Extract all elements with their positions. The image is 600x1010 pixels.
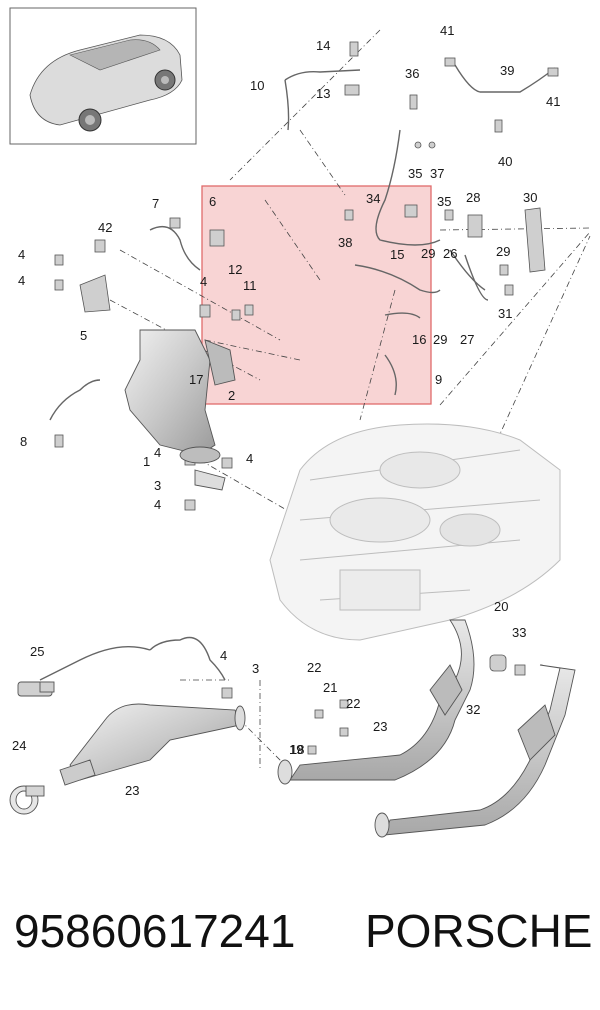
- catalytic-converter-1: [124, 329, 236, 491]
- callout-22: 22: [346, 696, 360, 711]
- callout-25: 25: [30, 644, 44, 659]
- callout-31: 31: [498, 306, 512, 321]
- vehicle-thumbnail: [9, 7, 197, 145]
- callout-40: 40: [498, 154, 512, 169]
- small-hardware: [54, 41, 559, 755]
- callout-13: 13: [316, 86, 330, 101]
- callout-32: 32: [466, 702, 480, 717]
- callout-4: 4: [18, 247, 25, 262]
- callout-28: 28: [466, 190, 480, 205]
- callout-35: 35: [408, 166, 422, 181]
- callout-38: 38: [338, 235, 352, 250]
- callout-4: 4: [18, 273, 25, 288]
- callout-10: 10: [250, 78, 264, 93]
- highlight-region: [201, 185, 432, 405]
- callout-5: 5: [80, 328, 87, 343]
- callout-7: 7: [152, 196, 159, 211]
- callout-35: 35: [437, 194, 451, 209]
- callout-9: 9: [435, 372, 442, 387]
- callout-11: 11: [243, 278, 257, 293]
- callout-4: 4: [200, 274, 207, 289]
- callout-29: 29: [433, 332, 447, 347]
- engine-block: [269, 423, 561, 641]
- callout-8: 8: [20, 434, 27, 449]
- clamp-32: [9, 785, 45, 815]
- callout-4: 4: [220, 648, 227, 663]
- callout-41: 41: [546, 94, 560, 109]
- callout-41: 41: [440, 23, 454, 38]
- callout-37: 37: [430, 166, 444, 181]
- callout-12: 12: [228, 262, 242, 277]
- callout-21: 21: [323, 680, 337, 695]
- callout-4: 4: [246, 451, 253, 466]
- callout-24: 24: [12, 738, 26, 753]
- brand-name: PORSCHE: [365, 905, 593, 957]
- callout-30: 30: [523, 190, 537, 205]
- callout-4: 4: [154, 497, 161, 512]
- callout-27: 27: [460, 332, 474, 347]
- rear-converter-24: [59, 703, 246, 786]
- callout-39: 39: [500, 63, 514, 78]
- callout-18: 18: [290, 742, 304, 757]
- callout-3: 3: [252, 661, 259, 676]
- callout-42: 42: [98, 220, 112, 235]
- callout-36: 36: [405, 66, 419, 81]
- callout-22: 22: [307, 660, 321, 675]
- front-pipe-18: [277, 619, 475, 785]
- callout-4: 4: [154, 445, 161, 460]
- callout-16: 16: [412, 332, 426, 347]
- callout-14: 14: [316, 38, 330, 53]
- callout-23: 23: [373, 719, 387, 734]
- exhaust-parts-diagram: 1441391013364135374076343528304238292629…: [9, 7, 591, 838]
- callout-29: 29: [421, 246, 435, 261]
- callout-23: 23: [125, 783, 139, 798]
- callout-34: 34: [366, 191, 380, 206]
- callout-6: 6: [209, 194, 216, 209]
- callout-15: 15: [390, 247, 404, 262]
- callout-20: 20: [494, 599, 508, 614]
- front-pipe-19: [374, 664, 576, 838]
- callout-29: 29: [496, 244, 510, 259]
- callout-33: 33: [512, 625, 526, 640]
- sensors-and-wires: [39, 64, 556, 681]
- callout-1: 1: [143, 454, 150, 469]
- callout-26: 26: [443, 246, 457, 261]
- callout-3: 3: [154, 478, 161, 493]
- sensor-25: [17, 681, 55, 697]
- callout-19: 19: [289, 742, 303, 757]
- part-number: 95860617241: [14, 905, 296, 957]
- callout-2: 2: [228, 388, 235, 403]
- callout-17: 17: [189, 372, 203, 387]
